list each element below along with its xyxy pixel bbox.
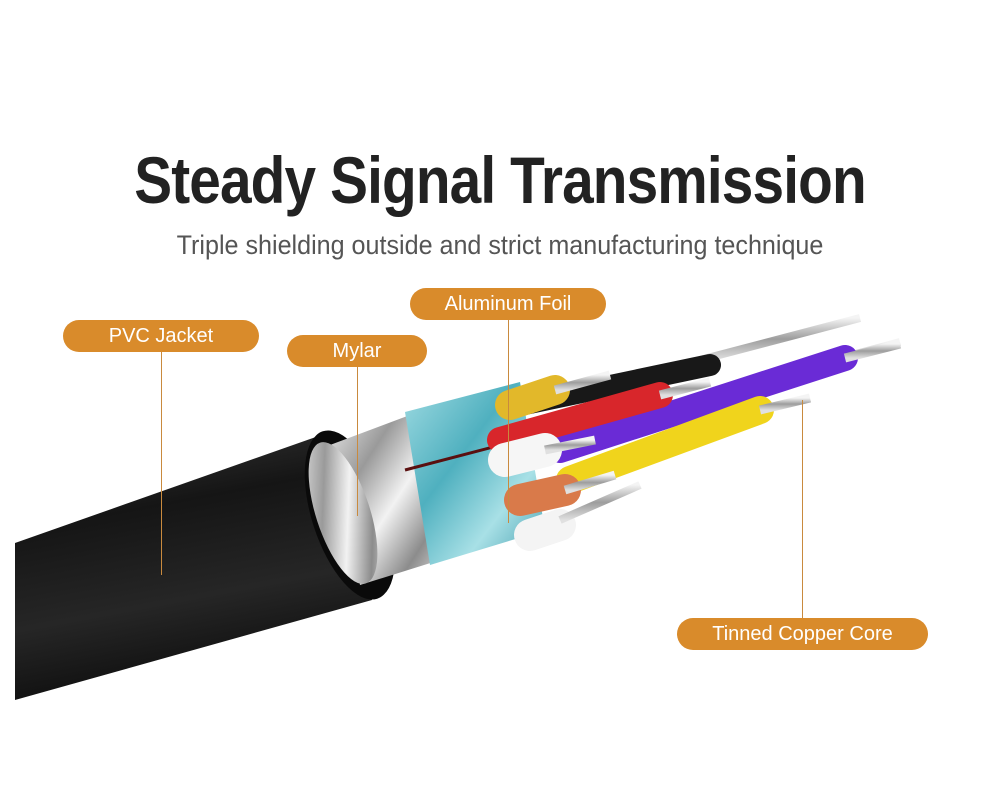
tinned-copper-core-leader-line: [802, 400, 803, 620]
callout-pvc-jacket: PVC Jacket: [63, 320, 259, 352]
callout-tinned-copper-core: Tinned Copper Core: [677, 618, 928, 650]
callout-aluminum-foil: Aluminum Foil: [410, 288, 606, 320]
pvc-jacket-leader-line: [161, 352, 162, 575]
conductor-wires: [487, 314, 902, 551]
aluminum-foil-leader-line: [508, 318, 509, 523]
page-title: Steady Signal Transmission: [134, 143, 866, 217]
page-subtitle: Triple shielding outside and strict manu…: [176, 230, 824, 260]
mylar-leader-line: [357, 366, 358, 516]
callout-mylar: Mylar: [287, 335, 427, 367]
